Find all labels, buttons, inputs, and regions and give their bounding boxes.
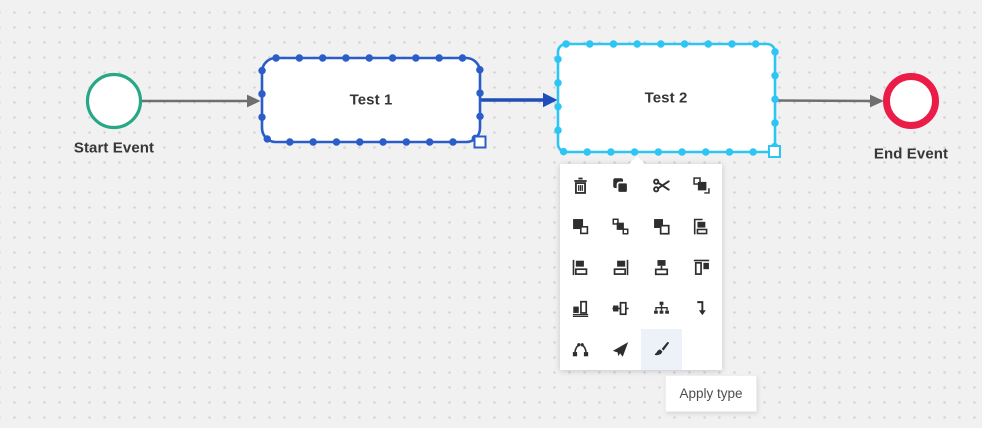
to-front-button[interactable] — [682, 165, 723, 206]
arrowhead-icon — [870, 94, 884, 108]
end-event-circle[interactable] — [883, 73, 939, 129]
align-bottom-button[interactable] — [560, 288, 601, 329]
cut-button[interactable] — [641, 165, 682, 206]
task-test2-label: Test 2 — [644, 89, 688, 107]
align-left-icon — [572, 259, 589, 276]
sequence-flow-start-to-test1[interactable] — [142, 94, 261, 108]
align-edge-button[interactable] — [682, 206, 723, 247]
start-event-label: Start Event — [73, 139, 155, 157]
selection-dots-test1 — [258, 54, 484, 146]
align-middle-icon — [612, 300, 629, 317]
trash-icon — [572, 177, 589, 194]
align-middle-button[interactable] — [601, 288, 642, 329]
task-test1-label: Test 1 — [349, 91, 393, 109]
start-event-circle[interactable] — [85, 72, 143, 130]
element-context-menu — [560, 156, 723, 370]
task-test2-node[interactable] — [554, 40, 781, 158]
to-back-icon — [572, 218, 589, 235]
align-center-button[interactable] — [641, 247, 682, 288]
apply-type-button[interactable] — [641, 328, 682, 370]
align-bottom-icon — [572, 300, 589, 317]
end-event-node[interactable] — [883, 73, 939, 129]
arrow-down-icon — [693, 300, 710, 317]
copy-icon — [612, 177, 629, 194]
sequence-flow-test1-to-test2[interactable] — [481, 92, 558, 108]
align-left-button[interactable] — [560, 247, 601, 288]
tooltip: Apply type — [665, 375, 757, 412]
tooltip-text: Apply type — [679, 386, 743, 401]
arrowhead-icon — [543, 92, 558, 108]
waypoints-icon — [572, 341, 589, 358]
sequence-flow-test2-to-end[interactable] — [775, 94, 884, 108]
task-test1-node[interactable] — [258, 54, 487, 149]
align-top-icon — [693, 259, 710, 276]
resize-handle-test2[interactable] — [768, 145, 781, 158]
resize-handle-test1[interactable] — [473, 135, 487, 149]
change-direction-button[interactable] — [682, 288, 723, 329]
align-center-icon — [653, 259, 670, 276]
context-menu-caret-icon — [629, 156, 645, 164]
edge-line[interactable] — [775, 99, 873, 103]
bring-forward-button[interactable] — [601, 206, 642, 247]
tree-layout-icon — [653, 300, 670, 317]
to-back-button[interactable] — [560, 206, 601, 247]
selection-dots-test2 — [554, 40, 779, 156]
empty-cell — [682, 329, 723, 370]
send-backward-icon — [653, 218, 670, 235]
start-event-node[interactable] — [85, 72, 143, 130]
paper-plane-icon — [612, 341, 629, 358]
align-edge-icon — [693, 218, 710, 235]
arrowhead-icon — [247, 94, 261, 108]
scissors-icon — [652, 177, 670, 194]
bring-forward-icon — [612, 218, 629, 235]
brush-icon — [653, 341, 670, 358]
align-right-button[interactable] — [601, 247, 642, 288]
align-right-icon — [612, 259, 629, 276]
copy-button[interactable] — [601, 165, 642, 206]
edit-waypoints-button[interactable] — [560, 329, 601, 370]
end-event-label: End Event — [873, 145, 949, 163]
send-backward-button[interactable] — [641, 206, 682, 247]
tree-layout-button[interactable] — [641, 288, 682, 329]
align-top-button[interactable] — [682, 247, 723, 288]
to-front-icon — [693, 176, 710, 194]
delete-button[interactable] — [560, 165, 601, 206]
send-button[interactable] — [601, 329, 642, 370]
